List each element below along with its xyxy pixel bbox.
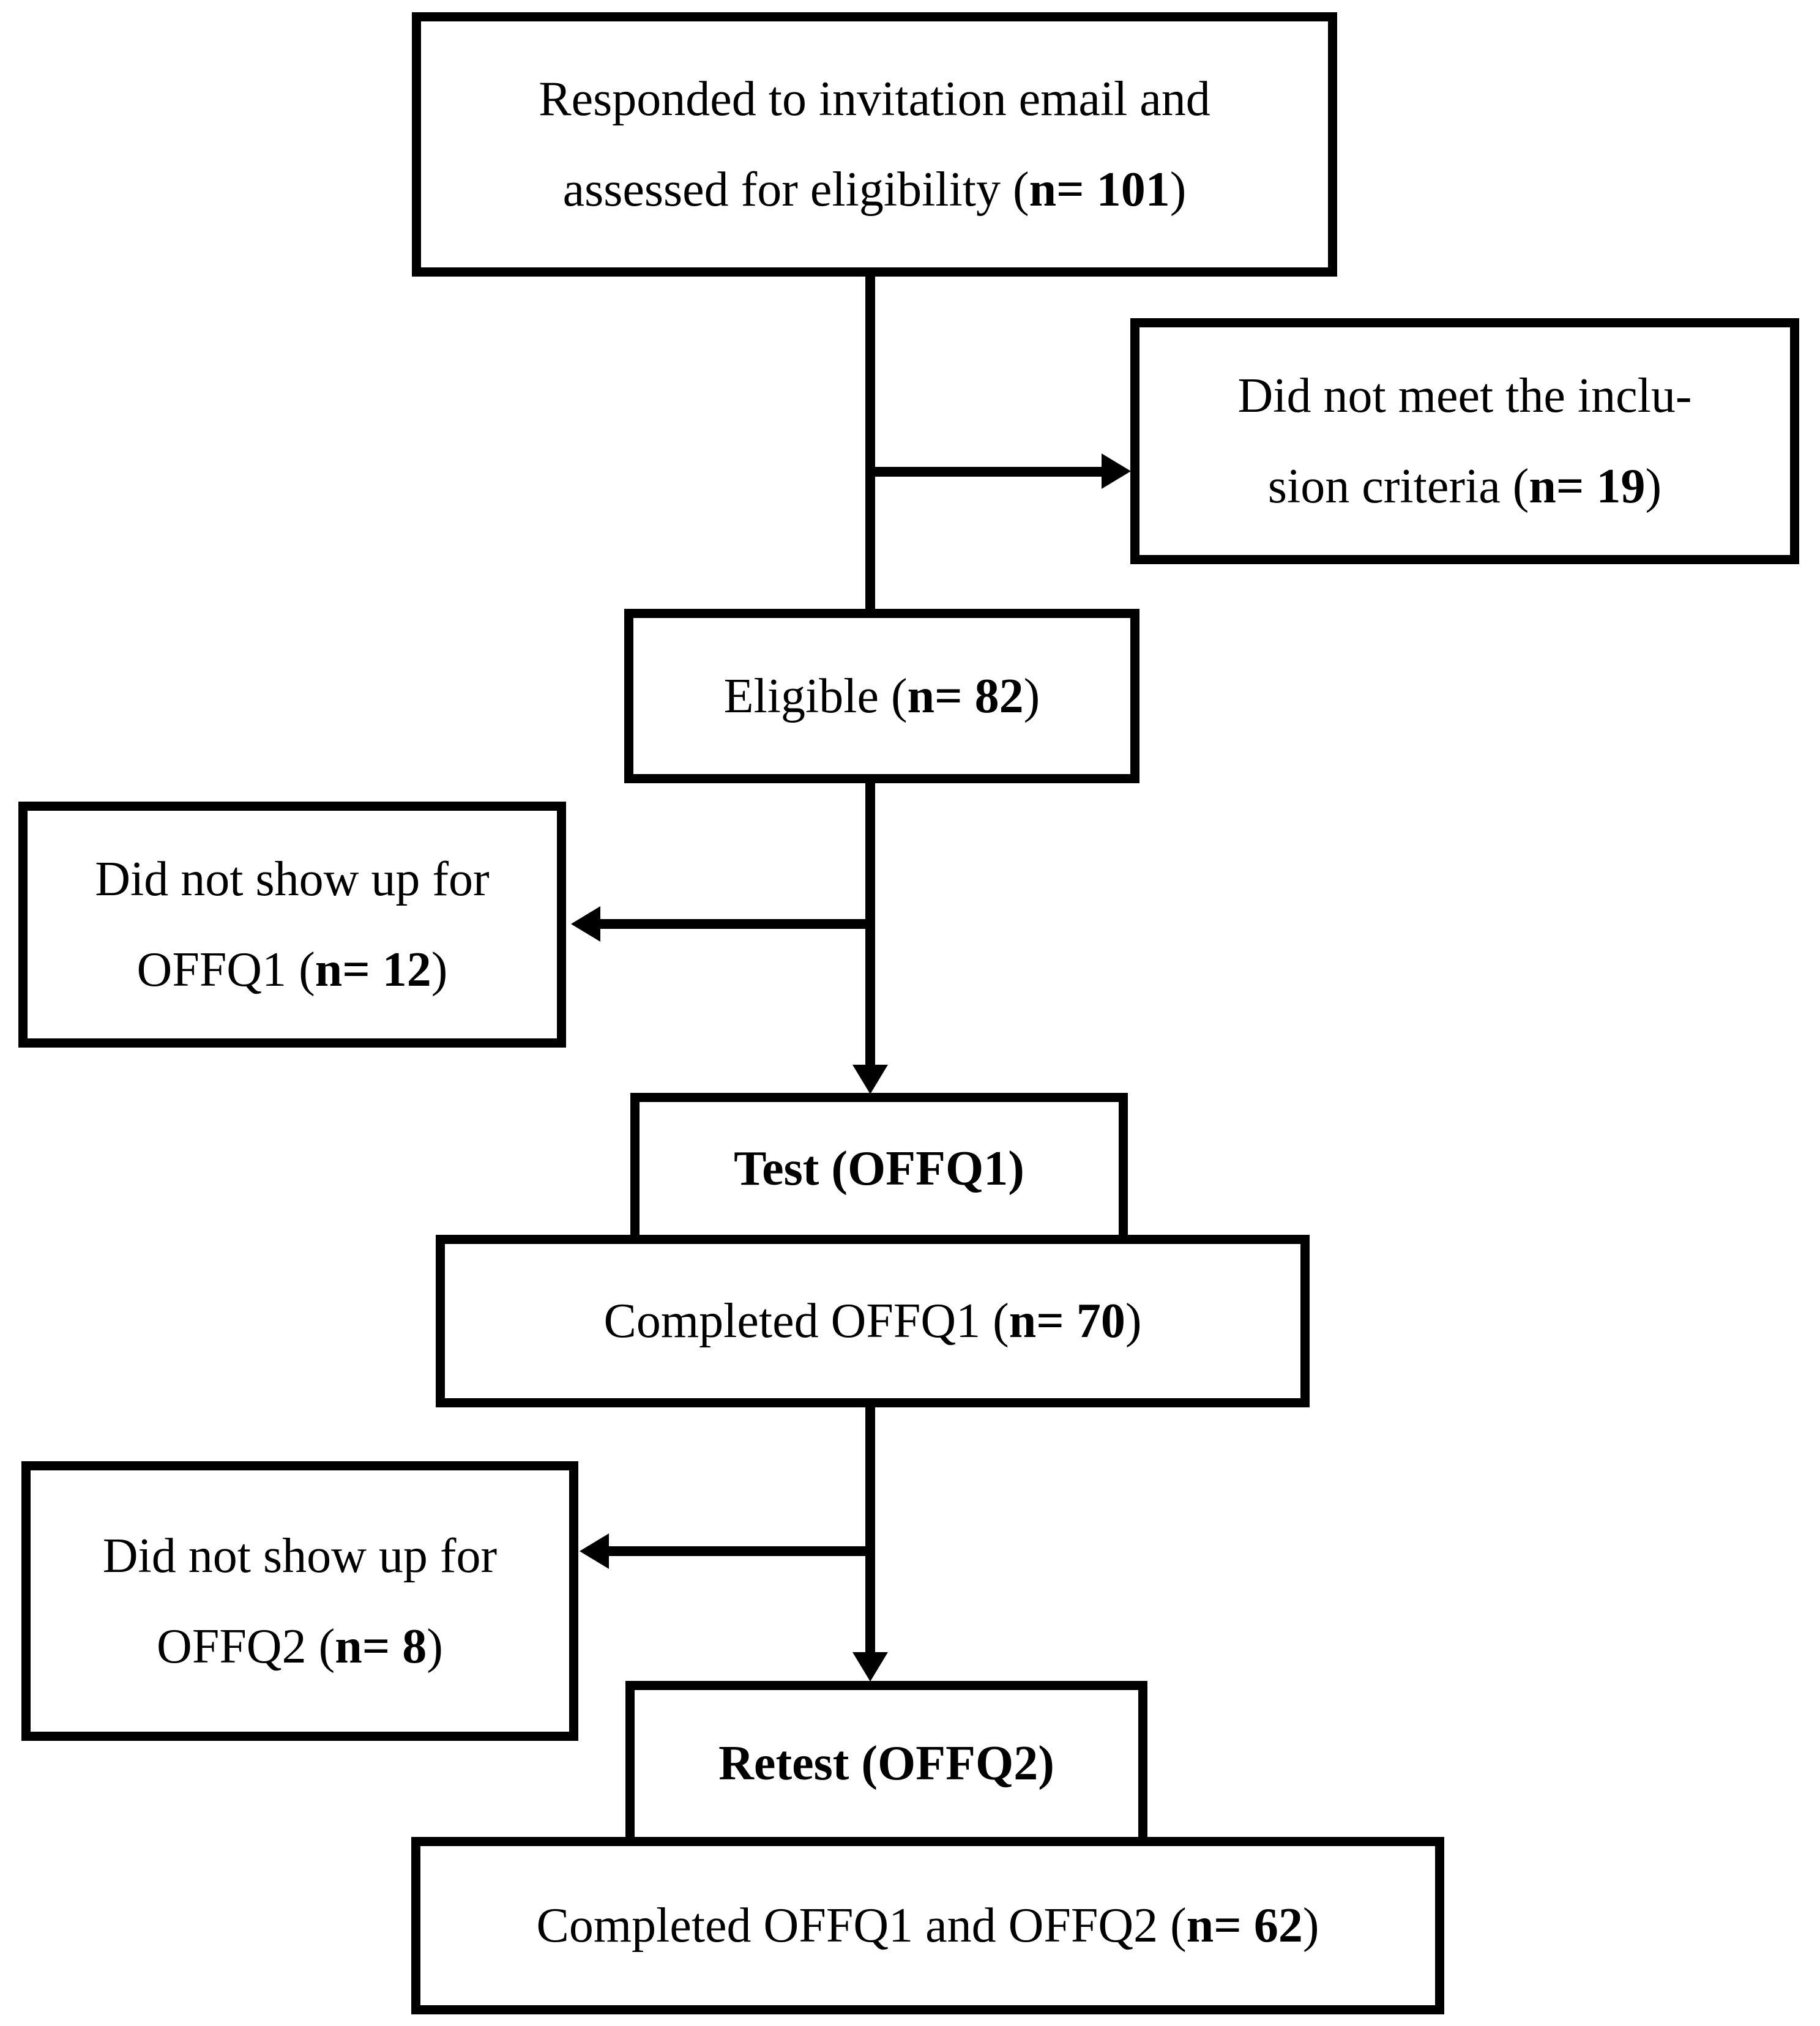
box-completed1-post: ): [1125, 1294, 1142, 1348]
box-eligible-line: Eligible (n= 82): [724, 651, 1040, 742]
box-completed2-pre: Completed OFFQ1 and OFFQ2 (: [536, 1899, 1187, 1953]
box-eligible-pre: Eligible (: [723, 669, 908, 723]
connector-branch-to-noshow2: [608, 1546, 875, 1556]
box-completed1-line: Completed OFFQ1 (n= 70): [604, 1276, 1142, 1366]
box-noshow1-line2-post: ): [431, 943, 448, 997]
box-eligible: Eligible (n= 82): [624, 609, 1139, 783]
connector-completed1-to-retest: [865, 1406, 875, 1653]
box-test-offq1: Test (OFFQ1): [630, 1093, 1128, 1235]
box-noshow1-n-value: n= 12: [315, 943, 431, 997]
box-completed-offq1: Completed OFFQ1 (n= 70): [436, 1235, 1310, 1407]
box-noshow2-line2-pre: OFFQ2 (: [157, 1619, 335, 1674]
box-notmeet-line2-pre: sion criteria (: [1267, 460, 1529, 513]
arrowhead-down-retest-icon: [852, 1652, 888, 1682]
box-completed1-pre: Completed OFFQ1 (: [603, 1294, 1009, 1348]
box-responded-line1: Responded to invitation email and: [539, 72, 1210, 126]
box-completed2-post: ): [1302, 1899, 1319, 1953]
box-notmeet-line2: sion criteria (n= 19): [1268, 441, 1661, 532]
box-no-show-offq2: Did not show up for OFFQ2 (n= 8): [21, 1461, 578, 1741]
box-completed1-n-value: n= 70: [1009, 1294, 1125, 1348]
arrowhead-left-noshow1-icon: [571, 906, 600, 942]
box-responded-line2: assessed for eligibility (n= 101): [563, 144, 1187, 235]
box-noshow1-line2-pre: OFFQ1 (: [136, 943, 315, 997]
connector-branch-to-not-meet: [870, 467, 1103, 477]
box-completed2-n-value: n= 62: [1186, 1899, 1303, 1953]
box-responded-line2-post: ): [1169, 163, 1187, 217]
connector-responded-to-eligible: [865, 275, 875, 610]
box-noshow1-line2: OFFQ1 (n= 12): [137, 925, 448, 1015]
box-noshow1-line1: Did not show up for: [95, 852, 490, 906]
box-responded-line2-pre: assessed for eligibility (: [562, 163, 1029, 217]
arrowhead-left-noshow2-icon: [580, 1533, 609, 1569]
box-eligible-n-value: n= 82: [907, 669, 1024, 723]
box-notmeet-line2-post: ): [1645, 460, 1662, 513]
box-responded-assessed: Responded to invitation email and assess…: [412, 12, 1337, 277]
box-no-show-offq1: Did not show up for OFFQ1 (n= 12): [18, 802, 566, 1048]
box-responded-n-value: n= 101: [1029, 163, 1170, 217]
box-did-not-meet-inclusion: Did not meet the inclu- sion criteria (n…: [1130, 318, 1799, 564]
arrowhead-right-icon: [1102, 453, 1131, 489]
box-noshow2-line2: OFFQ2 (n= 8): [157, 1601, 443, 1692]
box-notmeet-line1: Did not meet the inclu-: [1237, 369, 1692, 423]
box-eligible-post: ): [1023, 669, 1040, 723]
box-noshow2-line2-post: ): [427, 1619, 443, 1674]
box-completed-offq1-and-offq2: Completed OFFQ1 and OFFQ2 (n= 62): [411, 1837, 1444, 2014]
box-noshow2-n-value: n= 8: [335, 1619, 427, 1674]
box-test-label: Test (OFFQ1): [734, 1141, 1024, 1196]
box-notmeet-n-value: n= 19: [1529, 460, 1646, 513]
box-retest-label: Retest (OFFQ2): [718, 1737, 1054, 1790]
box-completed2-line: Completed OFFQ1 and OFFQ2 (n= 62): [537, 1880, 1319, 1971]
arrowhead-down-test-icon: [852, 1065, 888, 1094]
connector-branch-to-noshow1: [599, 919, 875, 929]
box-retest-offq2: Retest (OFFQ2): [625, 1681, 1147, 1837]
box-noshow2-line1: Did not show up for: [102, 1529, 498, 1583]
